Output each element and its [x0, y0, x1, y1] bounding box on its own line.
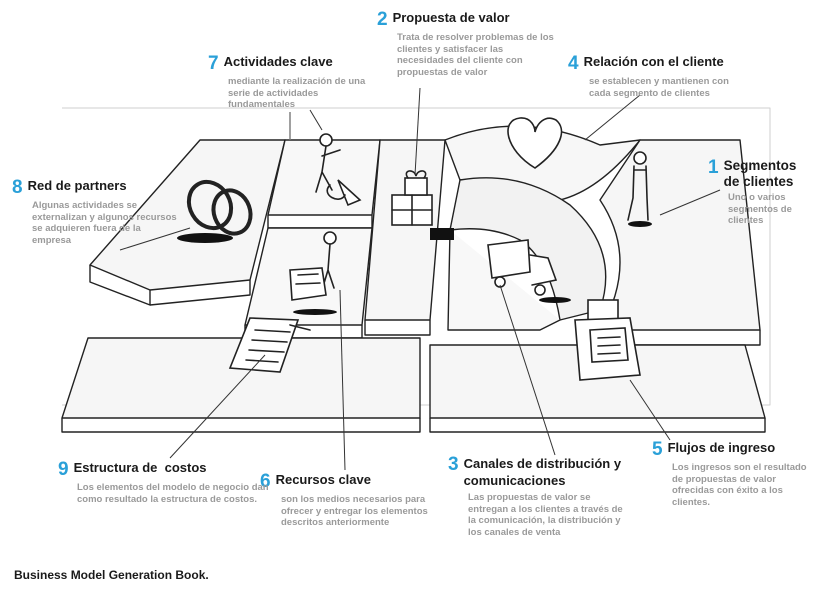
block-number: 8: [12, 177, 23, 198]
leader-line-4: [584, 94, 641, 141]
cart-icon: [289, 231, 337, 315]
block-number: 9: [58, 459, 69, 480]
leader-line-5: [629, 379, 671, 441]
leader-line-6: [339, 289, 346, 471]
truck-icon: [487, 239, 571, 303]
block-description: Algunas actividades se externalizan y al…: [32, 200, 177, 246]
label-key-activities: 7 Actividades clave mediante la realizaci…: [208, 54, 388, 111]
block-title: Propuesta de valor: [392, 10, 510, 25]
block-title: Canales de distribución y comunicaciones: [463, 456, 622, 488]
leader-line-2: [414, 87, 421, 176]
person-icon: [627, 151, 652, 227]
label-revenue-streams: 5 Flujos de ingreso Los ingresos son el r…: [652, 440, 826, 508]
cash-register-icon: [574, 299, 641, 381]
block-title: Red de partners: [27, 178, 127, 193]
block-description: mediante la realización de una serie de …: [228, 76, 366, 110]
block-description: Las propuestas de valor se entregan a lo…: [468, 492, 623, 538]
block-title: Estructura de costos: [73, 460, 207, 475]
heart-icon: [507, 117, 563, 169]
block-description: Uno o varios segmentos de clientes: [728, 192, 792, 226]
block-number: 1: [708, 157, 719, 178]
block-description: Los ingresos son el resultado de propues…: [672, 462, 807, 508]
gift-box-icon: [391, 170, 454, 240]
block-number: 2: [377, 9, 388, 30]
label-key-resources: 6 Recursos clave son los medios necesario…: [260, 472, 440, 529]
block-number: 4: [568, 53, 579, 74]
label-customer-relationship: 4 Relación con el cliente se establecen y…: [568, 54, 758, 99]
block-title: Relación con el cliente: [583, 54, 724, 69]
block-number: 3: [448, 454, 459, 475]
worker-icon: [315, 133, 362, 207]
leader-line-7: [309, 109, 323, 131]
documents-icon: [228, 317, 311, 373]
block-title: Segmentos de clientes: [723, 158, 797, 189]
leader-line-9: [169, 354, 266, 459]
block-number: 5: [652, 439, 663, 460]
block-title: Actividades clave: [223, 54, 333, 69]
block-partners: [89, 139, 286, 306]
block-cost-structure: [61, 337, 421, 433]
block-title: Recursos clave: [275, 472, 371, 487]
block-revenue-streams: [429, 344, 766, 433]
source-caption: Business Model Generation Book.: [14, 568, 209, 582]
leader-line-3: [499, 284, 556, 456]
leader-line-8: [119, 227, 191, 251]
label-cost-structure: 9 Estructura de costos Los elementos del …: [58, 460, 273, 505]
block-description: se establecen y mantienen con cada segme…: [589, 76, 729, 99]
block-number: 7: [208, 53, 219, 74]
block-description: Los elementos del modelo de negocio dan …: [77, 482, 269, 505]
block-key-activities: [267, 112, 381, 229]
block-description: Trata de resolver problemas de los clien…: [397, 32, 554, 78]
leader-line-1: [659, 189, 721, 216]
block-description: son los medios necesarios para ofrecer y…: [281, 494, 428, 528]
block-number: 6: [260, 471, 271, 492]
label-partner-network: 8 Red de partners Algunas actividades se …: [12, 178, 182, 246]
label-value-proposition: 2 Propuesta de valor Trata de resolver pr…: [377, 10, 557, 78]
block-title: Flujos de ingreso: [667, 440, 776, 455]
rings-icon: [177, 179, 253, 243]
